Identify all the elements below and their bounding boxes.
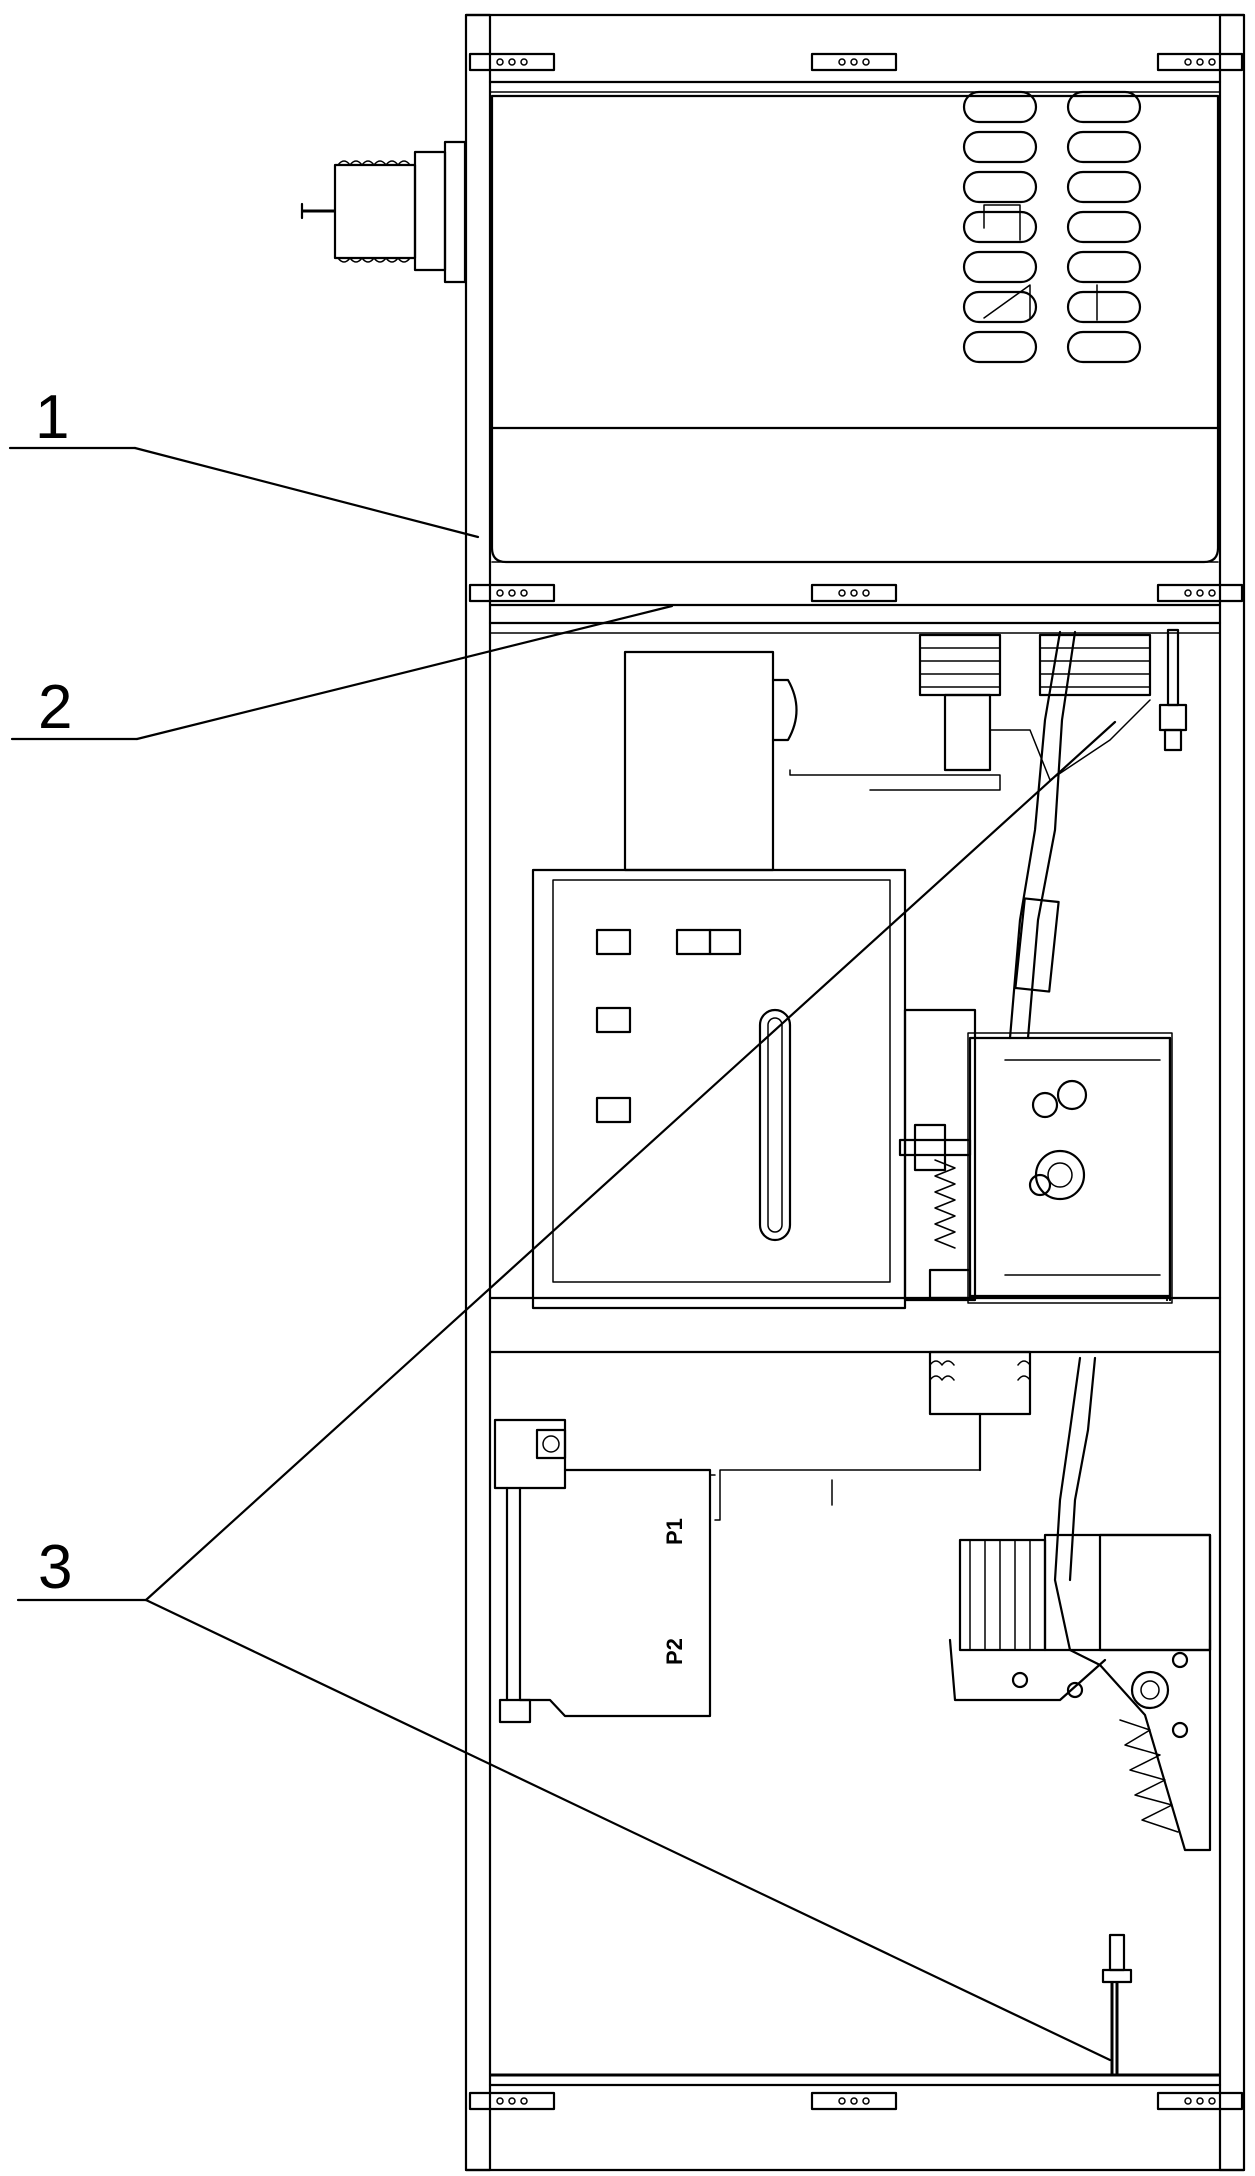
callout-3-label: 3	[38, 1533, 72, 1602]
callout-3: 3	[18, 722, 1115, 2060]
callout-2-label: 2	[38, 673, 72, 742]
bottom-base	[470, 2075, 1242, 2109]
callout-1-leader	[135, 448, 478, 537]
callout-2-leader	[137, 606, 672, 739]
vent-slots	[964, 92, 1140, 362]
callout-2: 2	[12, 606, 672, 742]
callout-3-leader-lower	[146, 1600, 1110, 2060]
breaker-compartment	[533, 630, 1186, 1308]
callout-1: 1	[10, 383, 478, 537]
p1-mark: P1	[662, 1518, 687, 1545]
cabinet-frame	[466, 15, 1244, 2170]
top-brackets	[470, 54, 1242, 70]
busbar-compartment	[492, 92, 1218, 562]
cable-compartment: P1 P2	[495, 1352, 1210, 2075]
callout-1-label: 1	[35, 383, 69, 452]
middle-brackets	[470, 585, 1242, 633]
p2-mark: P2	[662, 1638, 687, 1665]
partition-shelf	[490, 1298, 1220, 1352]
wall-bushing	[302, 142, 465, 282]
